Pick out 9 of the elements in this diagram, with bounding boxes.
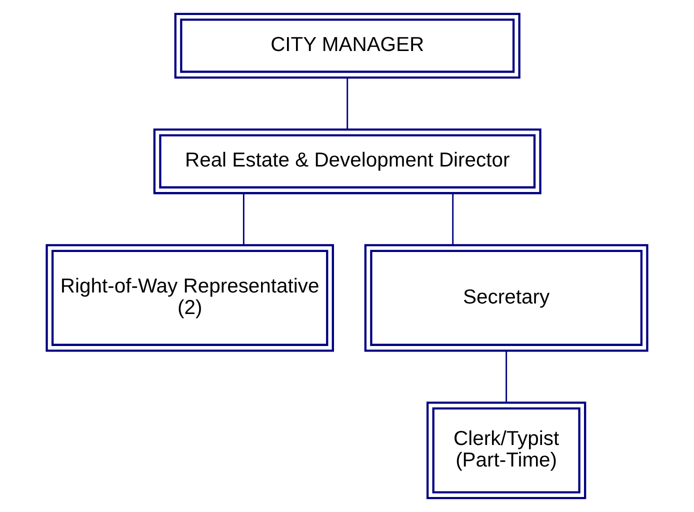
node-box: Secretary (364, 244, 648, 352)
connector (452, 194, 454, 245)
connector (346, 78, 348, 130)
node-box: Clerk/Typist (Part-Time) (426, 402, 586, 500)
connector (242, 194, 244, 245)
node-box: Right-of-Way Representative (2) (46, 244, 334, 352)
connector (506, 350, 508, 403)
node-box: CITY MANAGER (174, 12, 520, 79)
node-box: Real Estate & Development Director (153, 128, 542, 194)
